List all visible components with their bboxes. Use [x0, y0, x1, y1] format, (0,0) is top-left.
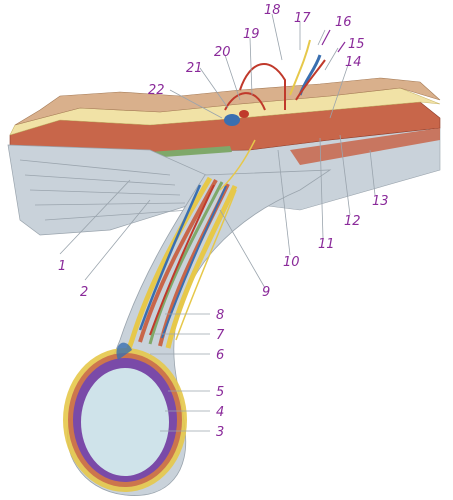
- label-7: 7: [216, 328, 225, 343]
- label-9: 9: [262, 285, 270, 300]
- skin-layer: [14, 77, 441, 126]
- label-4: 4: [216, 405, 224, 420]
- label-20: 20: [214, 45, 231, 60]
- pen-stroke-15: [337, 41, 346, 53]
- label-21: 21: [186, 61, 203, 76]
- label-12: 12: [344, 214, 361, 229]
- ilioinguinal-nerve: [175, 189, 237, 341]
- label-16: 16: [335, 15, 352, 30]
- label-14: 14: [345, 55, 362, 70]
- lower-muscle-band: [290, 128, 440, 165]
- pampiniform-plexus: [138, 184, 202, 331]
- label-5: 5: [216, 385, 224, 400]
- label-1: 1: [58, 259, 66, 274]
- label-13: 13: [372, 194, 389, 209]
- pen-stroke-16: [321, 29, 331, 46]
- label-11: 11: [318, 237, 335, 252]
- label-17: 17: [294, 11, 311, 26]
- label-10: 10: [283, 255, 300, 270]
- label-6: 6: [216, 348, 224, 363]
- genitofemoral-nerve: [289, 39, 311, 96]
- testicular-artery: [149, 184, 215, 336]
- external-iliac-artery: [239, 110, 249, 118]
- label-19: 19: [243, 27, 260, 42]
- label-2: 2: [80, 285, 88, 300]
- label-15: 15: [348, 37, 365, 52]
- label-3: 3: [216, 425, 224, 440]
- external-iliac-vein: [224, 114, 240, 126]
- label-22: 22: [148, 83, 165, 98]
- deep-ring-vessels: [219, 39, 326, 191]
- testis-group: [63, 342, 187, 492]
- ligament-fan: [7, 144, 242, 236]
- epididymis-head: [116, 342, 132, 360]
- label-8: 8: [216, 308, 224, 323]
- label-18: 18: [264, 3, 281, 18]
- testis: [79, 366, 171, 478]
- label-numbers: 1 2 3 4 5 6 7 8 9 10 11 12 13 14 15 16 1…: [58, 3, 389, 440]
- leader-lines: [59, 13, 376, 432]
